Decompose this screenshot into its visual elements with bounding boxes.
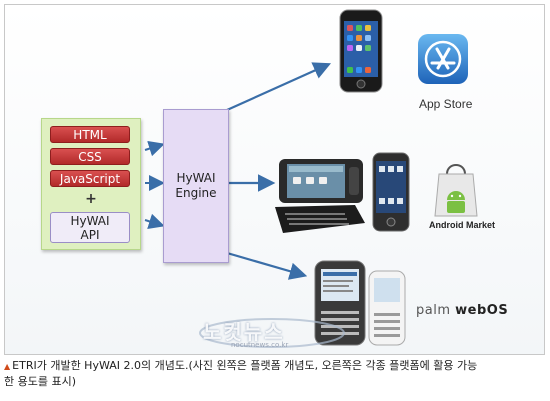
hywai-api-box: HyWAI API bbox=[50, 212, 130, 243]
app-store-icon bbox=[418, 34, 468, 84]
plus-sign: + bbox=[85, 191, 97, 207]
watermark-url: nocutnews.co.kr bbox=[231, 341, 289, 349]
palm-label-prefix: palm bbox=[416, 303, 451, 318]
platform-stack-panel: HTML CSS JavaScript + HyWAI API bbox=[41, 118, 141, 250]
palm-white-phone-image bbox=[368, 270, 406, 346]
nexus-one-image bbox=[372, 152, 410, 232]
arrow-panel-to-engine-bottom bbox=[144, 213, 165, 230]
android-market-label: Android Market bbox=[429, 220, 496, 230]
nocutnews-watermark-logo bbox=[199, 318, 345, 348]
android-market-icon bbox=[434, 164, 478, 217]
api-line-1: HyWAI bbox=[70, 214, 110, 228]
photo-caption: ▲ETRI가 개발한 HyWAI 2.0의 개념도.(사진 왼쪽은 플랫폼 개념… bbox=[4, 358, 545, 389]
palm-label-suffix: webOS bbox=[455, 303, 509, 318]
caption-line-1: ETRI가 개발한 HyWAI 2.0의 개념도.(사진 왼쪽은 플랫폼 개념도… bbox=[12, 359, 478, 372]
arrow-engine-to-palm bbox=[226, 251, 308, 280]
arrow-panel-to-engine-top bbox=[144, 140, 165, 157]
api-line-2: API bbox=[80, 228, 100, 242]
javascript-box: JavaScript bbox=[50, 170, 130, 187]
app-store-label: App Store bbox=[419, 97, 473, 111]
engine-label: HyWAI Engine bbox=[166, 171, 226, 201]
watermark-text: 노컷뉴스 bbox=[203, 320, 285, 344]
iphone-image bbox=[339, 9, 383, 93]
diagram-frame: HTML CSS JavaScript + HyWAI API HyWAI En… bbox=[4, 4, 545, 355]
html-box: HTML bbox=[50, 126, 130, 143]
triangle-bullet-icon: ▲ bbox=[4, 362, 11, 371]
engine-line-1: HyWAI bbox=[176, 171, 216, 185]
caption-line-2: 한 용도를 표시) bbox=[4, 375, 77, 388]
arrows-layer bbox=[144, 62, 332, 280]
engine-line-2: Engine bbox=[175, 186, 217, 200]
palm-webos-label: palm webOS bbox=[416, 303, 508, 318]
arrow-engine-to-iphone bbox=[226, 62, 332, 112]
hywai-engine-box: HyWAI Engine bbox=[163, 109, 229, 263]
android-g1-image bbox=[275, 159, 365, 233]
css-box: CSS bbox=[50, 148, 130, 165]
